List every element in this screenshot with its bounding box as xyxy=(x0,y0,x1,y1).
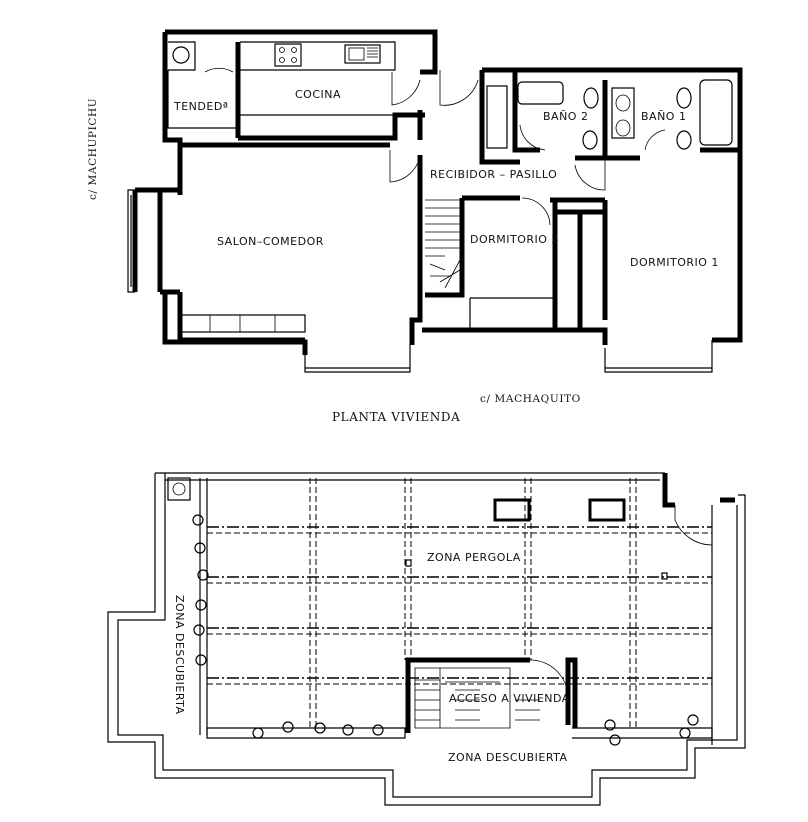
door-swing-icon xyxy=(391,72,421,106)
toilet-icon xyxy=(676,87,692,109)
pergola-grid xyxy=(207,478,712,728)
door-swing-icon xyxy=(519,124,546,151)
burner-icon xyxy=(291,57,297,63)
right-block-wall xyxy=(479,67,743,343)
room-label-dormitorio1: DORMITORIO 1 xyxy=(630,256,719,269)
burner-icon xyxy=(291,47,297,53)
zone-label-descubierta-bottom: ZONA DESCUBIERTA xyxy=(448,751,568,764)
drain-icon xyxy=(172,482,186,496)
washbasin-icon xyxy=(615,94,631,112)
window-bay xyxy=(304,345,411,373)
access-stair-wall xyxy=(405,657,530,733)
plan-title: PLANTA VIVIENDA xyxy=(332,410,460,424)
tendedero-cabinet xyxy=(168,41,196,71)
planter-bottom-left xyxy=(206,727,406,739)
planter-left xyxy=(199,478,208,735)
salon-left-wall xyxy=(157,187,183,295)
hob-icon xyxy=(274,43,302,67)
skylight-icon xyxy=(493,498,531,522)
room-label-tendedero: TENDEDª xyxy=(173,100,228,113)
burner-icon xyxy=(279,57,285,63)
bathtub-icon xyxy=(699,79,733,146)
staircase-icon xyxy=(414,667,540,729)
terrace-boundary xyxy=(107,473,746,806)
staircase-icon xyxy=(425,199,461,289)
window-left xyxy=(127,189,135,293)
top-floor-plan: TENDEDª COCINA BAÑO 2 BAÑO 1 RECIBIDOR –… xyxy=(87,29,743,424)
bidet-icon xyxy=(676,130,692,150)
door-swing-icon xyxy=(389,150,421,183)
post-icon xyxy=(405,559,412,567)
bench-divider xyxy=(209,315,276,332)
plant-icons xyxy=(192,514,699,746)
door-swing-icon xyxy=(644,129,666,151)
door-swing-icon xyxy=(521,197,551,226)
burner-icon xyxy=(279,47,285,53)
access-label: ACCESO A VIVIENDA xyxy=(449,692,570,705)
room-label-salon: SALON–COMEDOR xyxy=(217,235,324,248)
drainer-icon xyxy=(367,47,378,58)
dorm-bottom-wall xyxy=(422,327,608,345)
bidet-icon xyxy=(582,130,598,150)
room-label-bano1: BAÑO 1 xyxy=(641,110,686,123)
room-label-cocina: COCINA xyxy=(295,88,341,101)
washbasin-icon xyxy=(615,119,631,137)
kitchen-wall xyxy=(235,42,425,141)
recibidor-wall xyxy=(409,155,423,345)
room-label-bano2: BAÑO 2 xyxy=(543,110,588,123)
street-label-left: c/ MACHUPICHU xyxy=(87,98,99,200)
terrace-door-wall xyxy=(662,473,675,508)
bathtub-icon xyxy=(517,81,564,105)
zone-label-descubierta-left: ZONA DESCUBIERTA xyxy=(173,595,186,715)
room-label-dormitorio2: DORMITORIO 2 xyxy=(470,233,559,246)
kitchen-counter-top xyxy=(240,41,396,71)
door-swing-icon xyxy=(674,505,713,546)
bano2-wall xyxy=(512,70,540,153)
dorm-partition xyxy=(550,197,608,330)
dorm2-furniture xyxy=(469,297,555,328)
street-label-bottom: c/ MACHAQUITO xyxy=(480,393,581,405)
wardrobe-icon xyxy=(486,85,508,149)
skylight-icon xyxy=(588,498,626,522)
washbasin-counter-icon xyxy=(611,87,635,139)
window-bay xyxy=(604,340,713,373)
door-swing-icon xyxy=(529,659,569,699)
parapet-top xyxy=(155,472,665,481)
toilet-icon xyxy=(583,87,599,109)
door-swing-icon xyxy=(204,67,234,73)
bano-divider xyxy=(575,80,640,161)
zone-label-pergola: ZONA PERGOLA xyxy=(427,551,521,564)
sink-bowl-icon xyxy=(348,47,365,61)
salon-wall xyxy=(132,110,423,343)
door-swing-icon xyxy=(574,160,606,191)
stair-wall xyxy=(425,195,520,298)
utility-box-icon xyxy=(167,477,191,501)
tendedero-wall xyxy=(167,70,236,129)
roof-terrace-plan: ZONA PERGOLA ZONA DESCUBIERTA ZONA DESCU… xyxy=(107,472,746,806)
sink-icon xyxy=(344,44,381,64)
door-swing-icon xyxy=(439,70,479,106)
washer-icon xyxy=(172,46,190,64)
planter-bottom-right xyxy=(572,727,713,739)
bench-icon xyxy=(179,314,306,333)
salon-bottom-wall xyxy=(162,292,308,355)
terrace-boundary-inner xyxy=(117,473,738,798)
room-label-recibidor: RECIBIDOR – PASILLO xyxy=(430,168,557,181)
post-icon xyxy=(661,572,668,580)
